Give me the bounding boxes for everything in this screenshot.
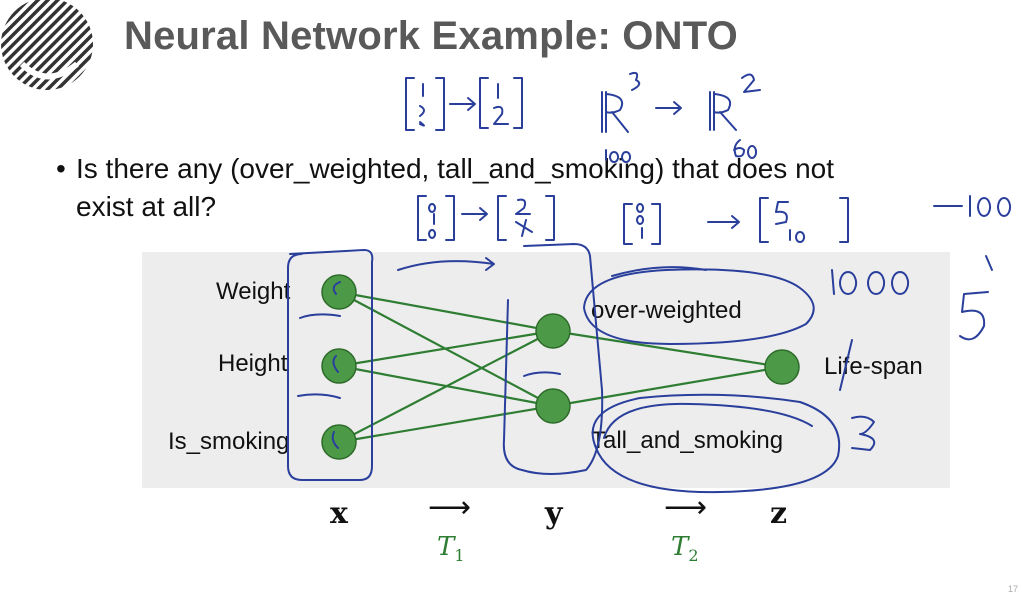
label-tall-and-smoking: Tall_and_smoking bbox=[591, 427, 784, 454]
t1-base: T bbox=[437, 532, 455, 562]
t2-sub: 2 bbox=[688, 546, 699, 566]
vector-label-z: z bbox=[770, 496, 788, 531]
slide-title: Neural Network Example: ONTO bbox=[124, 14, 738, 58]
university-logo-icon bbox=[1, 0, 93, 90]
t2-base: T bbox=[671, 532, 689, 562]
label-weight: Weight bbox=[216, 278, 291, 305]
label-height: Height bbox=[218, 350, 288, 377]
bullet-marker: • bbox=[56, 153, 66, 184]
transform-t1-label: T1 bbox=[437, 532, 465, 565]
bullet-point: • Is there any (over_weighted, tall_and_… bbox=[56, 150, 876, 226]
arrow-t2: ⟶ bbox=[664, 490, 708, 525]
vector-label-y: y bbox=[545, 496, 563, 531]
ink-5 bbox=[959, 291, 989, 341]
ink-minus100 bbox=[933, 195, 1012, 217]
label-over-weighted: over-weighted bbox=[591, 297, 742, 324]
ink-r3 bbox=[601, 91, 629, 133]
arrow-t1: ⟶ bbox=[428, 490, 472, 525]
transform-t2-label: T2 bbox=[671, 532, 699, 565]
ink-tick bbox=[985, 255, 993, 271]
ink-vector-2 bbox=[479, 77, 523, 129]
ink-vector-1 bbox=[405, 77, 445, 131]
bullet-text: Is there any (over_weighted, tall_and_sm… bbox=[76, 153, 835, 222]
t1-sub: 1 bbox=[454, 546, 465, 566]
vector-label-x: x bbox=[330, 496, 348, 531]
ink-arrow-1 bbox=[449, 97, 476, 111]
ink-arrow-r bbox=[655, 101, 682, 115]
label-life-span: Life-span bbox=[824, 353, 923, 380]
ink-exp3 bbox=[629, 71, 641, 91]
page-number: 17 bbox=[1007, 584, 1018, 594]
ink-exp2 bbox=[741, 73, 761, 93]
ink-r2 bbox=[709, 91, 737, 131]
label-is-smoking: Is_smoking bbox=[168, 428, 290, 455]
